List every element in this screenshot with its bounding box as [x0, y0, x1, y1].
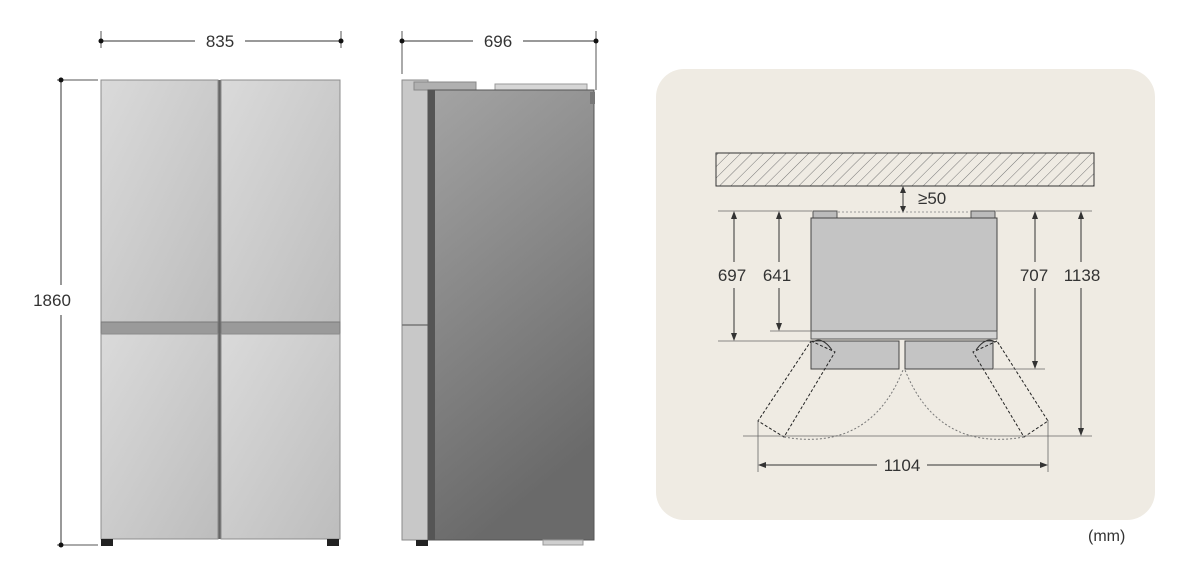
depth-dimension-697: 697 [718, 210, 812, 342]
depth-dimension-1138: 1138 [743, 211, 1101, 437]
wall-clearance-dimension: ≥50 [838, 186, 968, 213]
depth-label-1138: 1138 [1064, 266, 1101, 285]
depth-dimension-641: 641 [763, 211, 812, 332]
depth-label-697: 697 [718, 266, 746, 285]
wall-clearance-label: ≥50 [918, 189, 946, 208]
depth-label-707: 707 [1020, 266, 1048, 285]
fridge-top-body [810, 210, 998, 340]
depth-label-641: 641 [763, 266, 791, 285]
door-open-width-label: 1104 [884, 456, 921, 475]
front-height-label: 1860 [33, 291, 71, 310]
top-view: ≥50 697 [656, 69, 1155, 520]
front-width-dimension: 835 [98, 31, 344, 51]
side-depth-dimension: 696 [399, 31, 599, 90]
depth-dimension-707: 707 [994, 210, 1092, 370]
front-width-label: 835 [206, 32, 234, 51]
wall [715, 152, 1095, 187]
unit-label: (mm) [1088, 528, 1126, 545]
doors [757, 339, 1049, 440]
side-depth-label: 696 [484, 32, 512, 51]
front-body [100, 79, 341, 546]
front-view: 835 1860 [33, 31, 344, 548]
front-height-dimension: 1860 [33, 77, 98, 548]
side-view: 696 [399, 31, 599, 546]
side-body [401, 79, 595, 546]
door-open-width-dimension: 1104 [757, 420, 1049, 475]
